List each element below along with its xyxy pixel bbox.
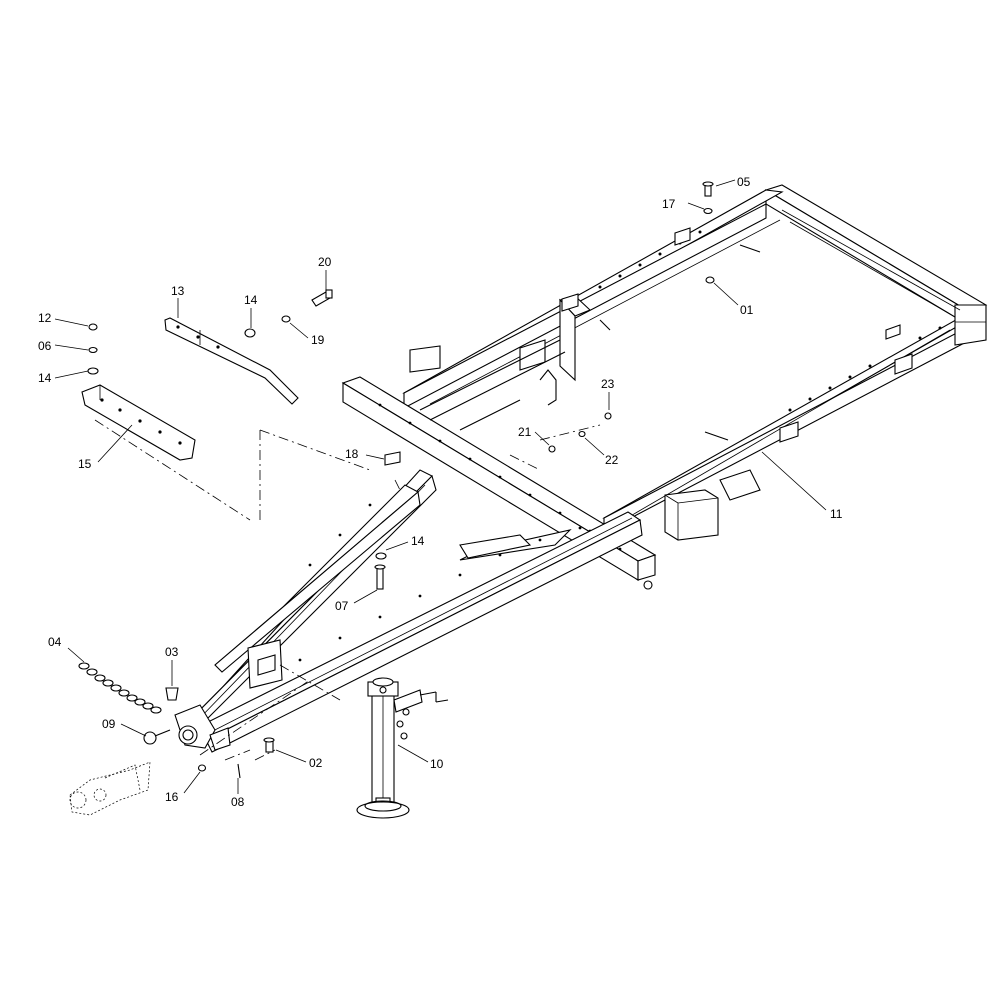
callout-03: 03 <box>165 645 179 659</box>
callout-04: 04 <box>48 635 62 649</box>
callout-09: 09 <box>102 717 116 731</box>
safety-chain-04 <box>78 662 162 714</box>
callout-20: 20 <box>318 255 332 269</box>
rail-holes <box>598 230 942 412</box>
callout-12: 12 <box>38 311 52 325</box>
callout-08: 08 <box>231 795 245 809</box>
callout-15: 15 <box>78 457 92 471</box>
callout-22: 22 <box>605 453 619 467</box>
callout-14: 14 <box>38 371 52 385</box>
callout-06: 06 <box>38 339 52 353</box>
callout-21: 21 <box>518 425 532 439</box>
hardware <box>87 181 715 779</box>
main-frame <box>341 184 988 590</box>
leader-lines <box>54 179 827 794</box>
jack-stand-10 <box>356 677 449 819</box>
clevis-hitch-phantom <box>69 761 151 816</box>
tongue-assembly <box>94 419 643 761</box>
callout-18: 18 <box>345 447 359 461</box>
callout-23: 23 <box>601 377 615 391</box>
callout-05: 05 <box>737 175 751 189</box>
callout-16: 16 <box>165 790 179 804</box>
plate-13 <box>164 317 299 405</box>
callout-10: 10 <box>430 757 444 771</box>
callout-19: 19 <box>311 333 325 347</box>
callout-17: 17 <box>662 197 676 211</box>
callout-11: 11 <box>830 507 843 521</box>
callout-14: 14 <box>244 293 258 307</box>
bracket-15 <box>81 384 196 461</box>
callout-13: 13 <box>171 284 185 298</box>
callout-01: 01 <box>740 303 754 317</box>
callout-14: 14 <box>411 534 425 548</box>
callout-labels: 05 17 01 20 13 14 19 12 06 14 15 23 21 2… <box>38 175 843 809</box>
callout-02: 02 <box>309 756 323 770</box>
callout-07: 07 <box>335 599 349 613</box>
